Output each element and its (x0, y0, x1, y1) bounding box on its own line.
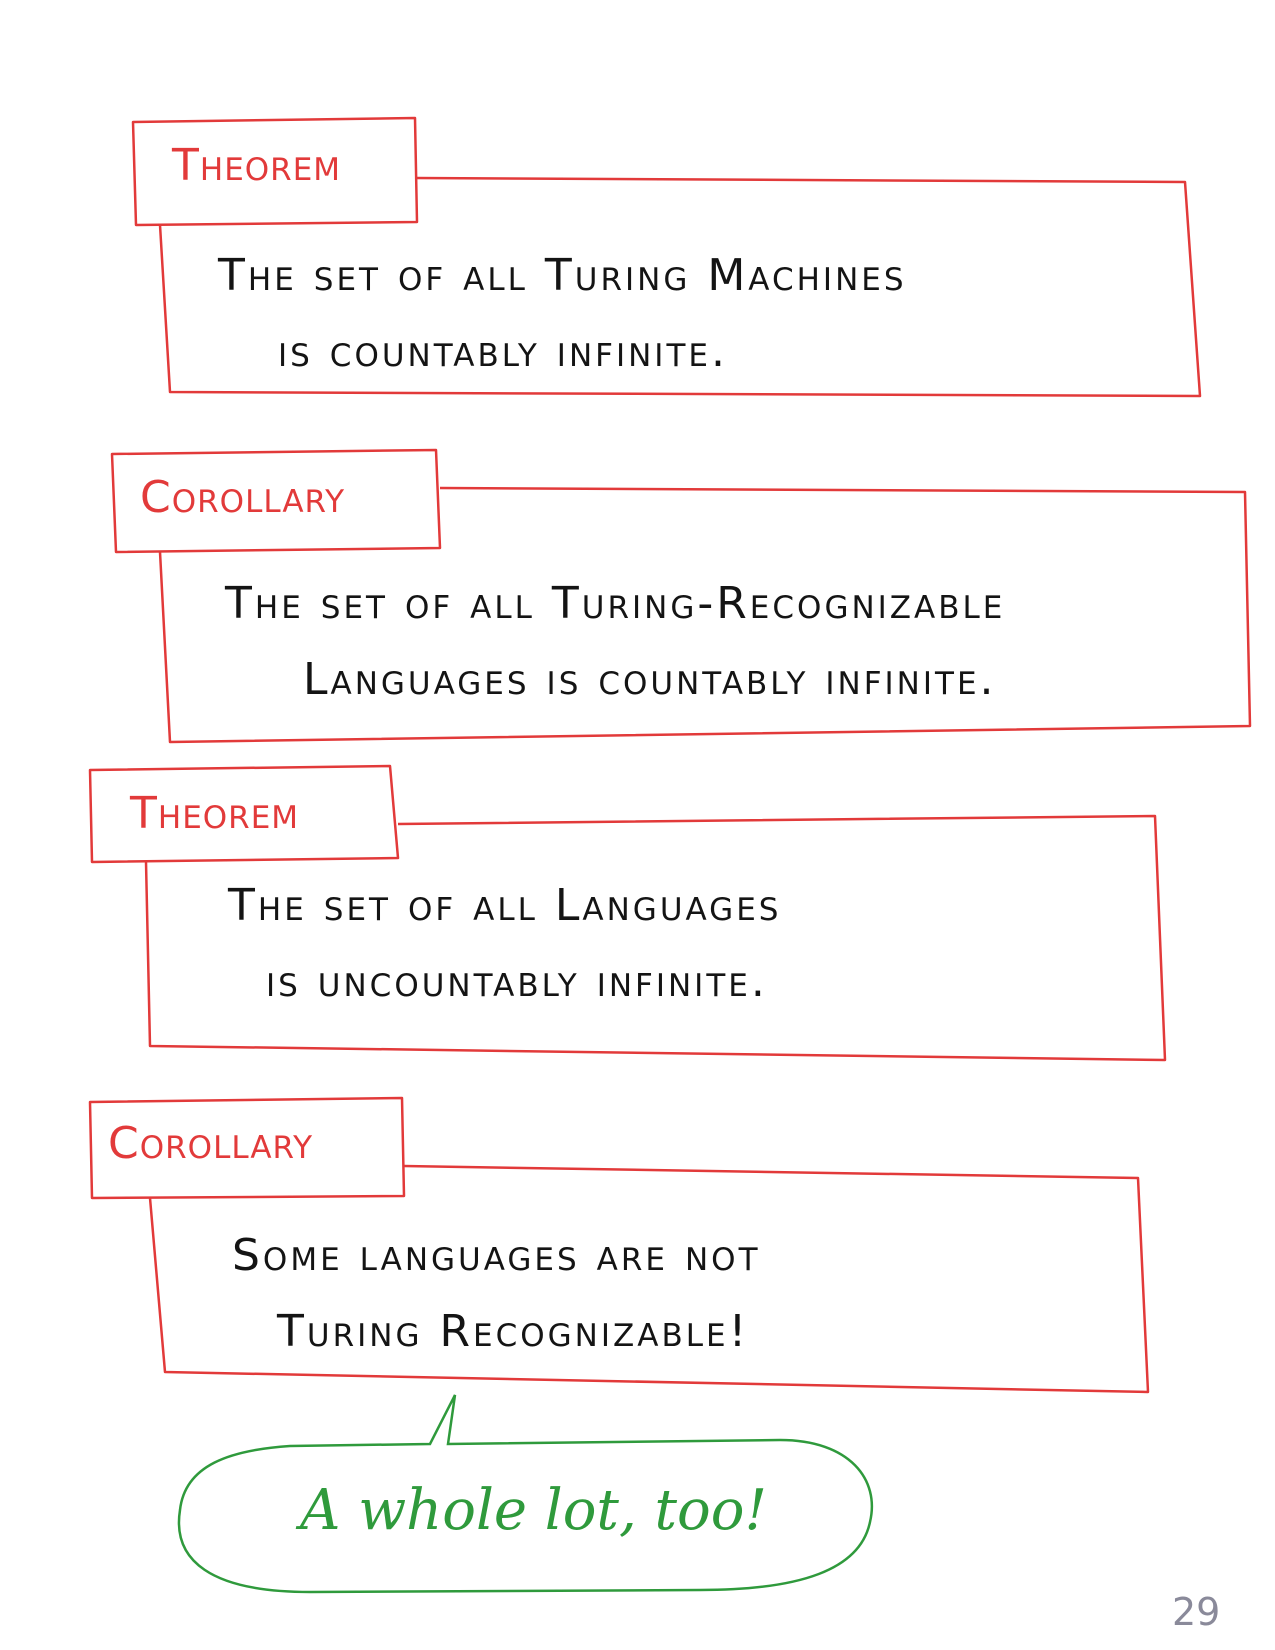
page-number: 29 (1172, 1590, 1221, 1634)
block-2-statement: The set of all Turing-Recognizable Langu… (225, 566, 1005, 718)
block-3-line-2: is uncountably infinite. (266, 956, 768, 1007)
block-1-label: Theorem (172, 140, 342, 191)
block-2-line-2: Languages is countably infinite. (303, 654, 997, 705)
annotation-text: A whole lot, too! (300, 1478, 767, 1543)
block-4-statement: Some languages are not Turing Recognizab… (232, 1218, 761, 1370)
block-4-line-2: Turing Recognizable! (277, 1306, 750, 1357)
block-2-line-1: The set of all Turing-Recognizable (225, 578, 1006, 629)
block-1-statement: The set of all Turing Machines is counta… (218, 238, 907, 390)
block-3-line-1: The set of all Languages (228, 880, 782, 931)
block-1-line-1: The set of all Turing Machines (218, 250, 907, 301)
block-4-line-1: Some languages are not (232, 1230, 761, 1281)
block-3-label: Theorem (130, 788, 300, 839)
block-1-line-2: is countably infinite. (278, 326, 728, 377)
block-3-statement: The set of all Languages is uncountably … (228, 868, 781, 1020)
block-4-label: Corollary (108, 1118, 314, 1169)
block-2-label: Corollary (140, 472, 346, 523)
